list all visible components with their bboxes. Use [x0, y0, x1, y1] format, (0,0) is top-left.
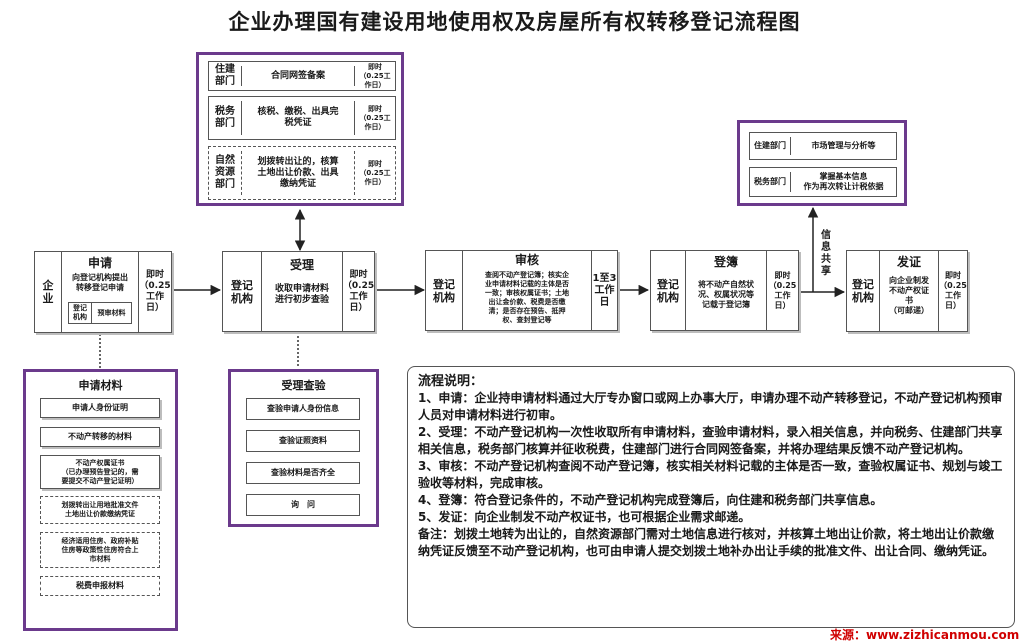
step-desc: 向登记机构提出 转移登记申请 — [72, 273, 128, 292]
check-item: 查验材料是否齐全 — [246, 462, 360, 484]
dept-action: 划拨转出让的，核算 土地出让价款、出具 缴纳凭证 — [257, 156, 339, 189]
share-row-housing: 住建部门 市场管理与分析等 — [749, 132, 897, 160]
material-item: 不动产转移的材料 — [40, 427, 160, 447]
step-actor: 企 业 — [42, 279, 54, 305]
step-desc: 向企业制发 不动产权证 书 （可邮递） — [889, 276, 929, 315]
notes-heading: 流程说明： — [418, 374, 484, 389]
dept-action: 合同网签备案 — [270, 70, 325, 81]
step-actor: 登记 机构 — [852, 278, 874, 304]
share-dept: 税务部门 — [754, 177, 786, 186]
share-action: 掌握基本信息 作为再次转让计税依据 — [803, 172, 884, 191]
share-row-tax: 税务部门 掌握基本信息 作为再次转让计税依据 — [749, 167, 897, 197]
check-item: 查验申请人身份信息 — [246, 398, 360, 420]
checks-title: 受理查验 — [281, 378, 326, 392]
note-paragraph: 4、登簿：符合登记条件的，不动产登记机构完成登簿后，向住建和税务部门共享信息。 — [418, 493, 883, 507]
step-title: 受理 — [289, 258, 314, 272]
note-paragraph: 5、发证：向企业制发不动产权证书，也可根据企业需求邮递。 — [418, 510, 751, 524]
dept-name: 自然 资源 部门 — [215, 155, 235, 190]
step-time: 即时 （0.25 工作 日） — [139, 270, 171, 313]
step-title: 申请 — [87, 256, 112, 270]
step-accept: 登记 机构 受理 收取申请材料 进行初步查验 即时 （0.25 工作 日） — [222, 251, 375, 332]
page-title: 企业办理国有建设用地使用权及房屋所有权转移登记流程图 — [228, 10, 801, 34]
pre-review-actor: 登记 机构 — [73, 304, 87, 321]
step-desc: 将不动产自然状 况、权属状况等 记载于登记簿 — [698, 280, 754, 309]
step-time: 即时 （0.25 工作 日） — [342, 269, 375, 313]
dept-time: 即时 （0.25工 作日） — [359, 62, 391, 89]
pre-review-box: 登记 机构 预审材料 — [68, 302, 132, 324]
material-item: 申请人身份证明 — [40, 398, 160, 418]
note-paragraph: 3、审核：不动产登记机构查阅不动产登记簿，核实相关材料记载的主体是否一致，查验权… — [418, 459, 1003, 490]
dept-action: 核税、缴税、出具完 税凭证 — [257, 107, 339, 128]
checks-panel: 受理查验 查验申请人身份信息 查验证照资料 查验材料是否齐全 询 问 — [228, 369, 379, 527]
note-paragraph: 1、申请：企业持申请材料通过大厅专办窗口或网上办事大厅，申请办理不动产转移登记，… — [418, 391, 1003, 422]
step-review: 登记 机构 审核 查阅不动产登记簿；核实企 业申请材料记载的主体是否 一致；审核… — [425, 250, 618, 331]
note-paragraph: 备注：划拨土地转为出让的，自然资源部门需对土地信息进行核对，并核算土地出让价款，… — [418, 527, 995, 558]
dept-name: 住建 部门 — [215, 64, 235, 87]
material-item: 经济适用住房、政府补贴 住房等政策性住房符合上 市材料 — [40, 532, 160, 568]
step-actor: 登记 机构 — [433, 277, 455, 304]
materials-title: 申请材料 — [78, 378, 123, 392]
materials-panel: 申请材料 申请人身份证明 不动产转移的材料 不动产权属证书 （已办理预告登记的，… — [23, 369, 178, 631]
dept-row-natural-resources: 自然 资源 部门 划拨转出让的，核算 土地出让价款、出具 缴纳凭证 即时 （0.… — [208, 146, 396, 200]
material-item: 不动产权属证书 （已办理预告登记的，需 要提交不动产登记证明） — [40, 455, 160, 489]
pre-review-label: 预审材料 — [97, 308, 126, 317]
dept-name: 税务 部门 — [215, 106, 235, 129]
process-notes: 流程说明： 1、申请：企业持申请材料通过大厅专办窗口或网上办事大厅，申请办理不动… — [407, 366, 1015, 628]
step-actor: 登记 机构 — [657, 277, 679, 304]
source-footer[interactable]: 来源：www.zizhicanmou.com — [830, 628, 1020, 642]
info-share-label: 信 息 共 享 — [821, 230, 831, 277]
dept-time: 即时 （0.25工 作日） — [359, 159, 391, 186]
material-item: 税费申报材料 — [40, 576, 160, 596]
material-item: 划拨转出让用地批准文件 土地出让价款缴纳凭证 — [40, 496, 160, 524]
dept-row-tax: 税务 部门 核税、缴税、出具完 税凭证 即时 （0.25工 作日） — [208, 96, 396, 140]
share-action: 市场管理与分析等 — [811, 141, 876, 150]
step-time: 即时 （0.25 工作 日） — [939, 271, 967, 310]
step-actor: 登记 机构 — [231, 278, 253, 305]
step-time: 即时 （0.25 工作 日） — [768, 270, 797, 310]
step-title: 审核 — [514, 253, 539, 267]
departments-panel: 住建 部门 合同网签备案 即时 （0.25工 作日） 税务 部门 核税、缴税、出… — [196, 52, 404, 206]
dept-time: 即时 （0.25工 作日） — [359, 104, 391, 131]
dept-row-housing: 住建 部门 合同网签备案 即时 （0.25工 作日） — [208, 61, 396, 91]
share-dept: 住建部门 — [754, 141, 786, 150]
step-desc: 收取申请材料 进行初步查验 — [274, 284, 329, 305]
note-paragraph: 2、受理：不动产登记机构一次性收取所有申请材料，查验申请材料，录入相关信息，并向… — [418, 425, 1003, 456]
step-issue: 登记 机构 发证 向企业制发 不动产权证 书 （可邮递） 即时 （0.25 工作… — [846, 250, 968, 332]
step-title: 发证 — [896, 255, 921, 269]
check-item: 查验证照资料 — [246, 430, 360, 452]
check-item: 询 问 — [246, 494, 360, 516]
info-share-panel: 住建部门 市场管理与分析等 税务部门 掌握基本信息 作为再次转让计税依据 — [737, 120, 907, 206]
step-time: 1至3 工作 日 — [592, 272, 617, 308]
step-register: 登记 机构 登簿 将不动产自然状 况、权属状况等 记载于登记簿 即时 （0.25… — [650, 250, 799, 331]
step-apply: 企 业 申请 向登记机构提出 转移登记申请 登记 机构 预审材料 即时 （0.2… — [34, 251, 172, 333]
step-desc: 查阅不动产登记簿；核实企 业申请材料记载的主体是否 一致；审核权属证书；土地 出… — [485, 271, 569, 324]
step-title: 登簿 — [713, 255, 738, 269]
